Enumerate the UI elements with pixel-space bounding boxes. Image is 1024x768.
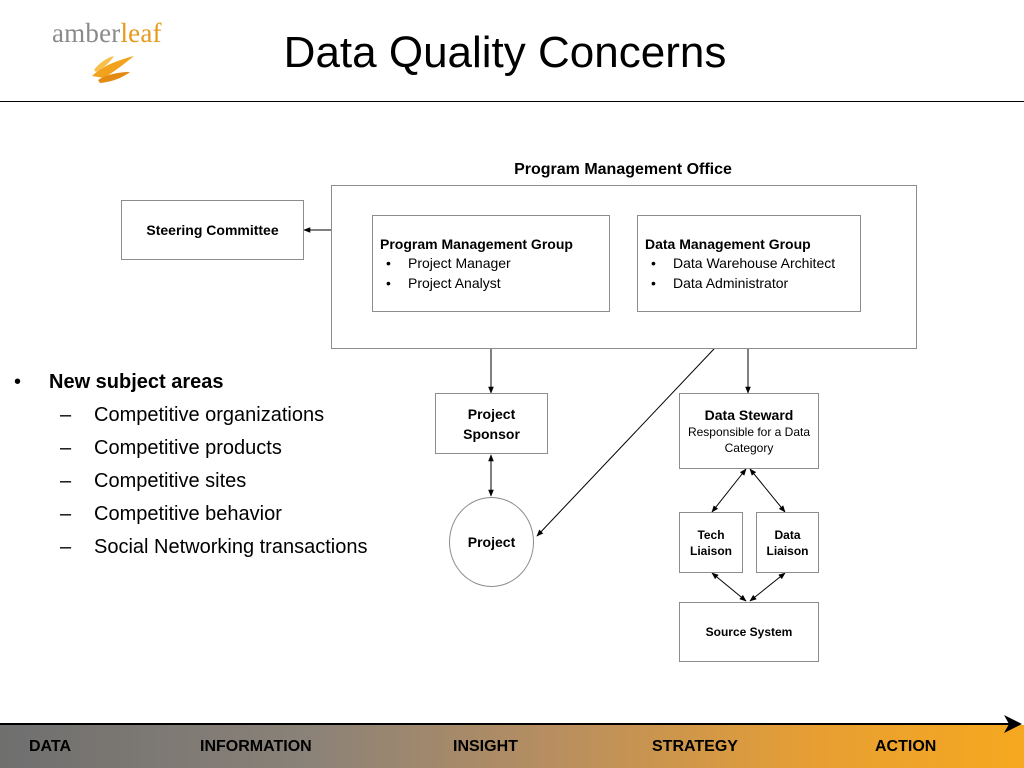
bullet-subitem: Social Networking transactions [14,531,367,564]
project-label: Project [467,534,516,550]
pmo-label: Program Management Office [514,161,732,178]
program-management-group-box: Program Management Group Project Manager… [372,215,610,312]
project-sponsor-box: Project Sponsor [435,393,548,454]
dmg-title: Data Management Group [645,236,811,252]
bullet-heading: New subject areas [14,366,367,399]
footer-stage-insight: INSIGHT [453,738,518,755]
data-liaison-line1: Data [774,527,801,542]
connector-steward-tech [711,468,747,513]
subject-areas-list: New subject areas Competitive organizati… [14,366,367,564]
steering-committee-box: Steering Committee [121,200,304,260]
footer-stage-data: DATA [29,738,72,755]
data-management-group-box: Data Management Group Data Warehouse Arc… [637,215,861,312]
footer-stage-strategy: STRATEGY [652,738,738,755]
source-system-label: Source System [705,625,793,639]
dmg-item: Data Warehouse Architect [645,253,860,273]
bullet-subitem: Competitive organizations [14,399,367,432]
tech-liaison-line1: Tech [697,527,725,542]
logo-text-leaf: leaf [120,18,162,48]
connector-steward-data [749,468,786,513]
data-liaison-line2: Liaison [766,543,809,558]
pmg-item: Project Manager [380,253,609,273]
pmg-title: Program Management Group [380,236,573,252]
data-steward-line1: Responsible for a Data [687,425,811,439]
logo: amberleaf [52,18,162,49]
pmg-item: Project Analyst [380,273,609,293]
bullet-subitem: Competitive behavior [14,498,367,531]
footer-stage-action: ACTION [875,738,937,755]
connector-tech-source [711,572,747,602]
footer-stage-information: INFORMATION [200,738,312,755]
tech-liaison-line2: Liaison [689,543,732,558]
data-steward-box: Data Steward Responsible for a Data Cate… [679,393,819,469]
page-title: Data Quality Concerns [283,28,727,77]
tech-liaison-box: Tech Liaison [679,512,743,573]
project-circle: Project [449,497,534,587]
dmg-item: Data Administrator [645,273,860,293]
connector-data-source [749,572,786,602]
bullet-subitem: Competitive sites [14,465,367,498]
bullet-subitem: Competitive products [14,432,367,465]
footer-progress-bar [0,725,1024,768]
connector-dmg-project [536,312,749,537]
source-system-box: Source System [679,602,819,662]
steering-committee-label: Steering Committee [146,222,279,238]
project-sponsor-line2: Sponsor [463,425,520,442]
data-steward-title: Data Steward [704,407,794,423]
title-divider [0,101,1024,102]
logo-text-amber: amber [52,18,121,48]
project-sponsor-line1: Project [467,405,516,422]
data-steward-line2: Category [724,441,774,455]
leaf-logo-icon [92,56,134,83]
footer-arrow-icon [0,715,1022,733]
data-liaison-box: Data Liaison [756,512,819,573]
